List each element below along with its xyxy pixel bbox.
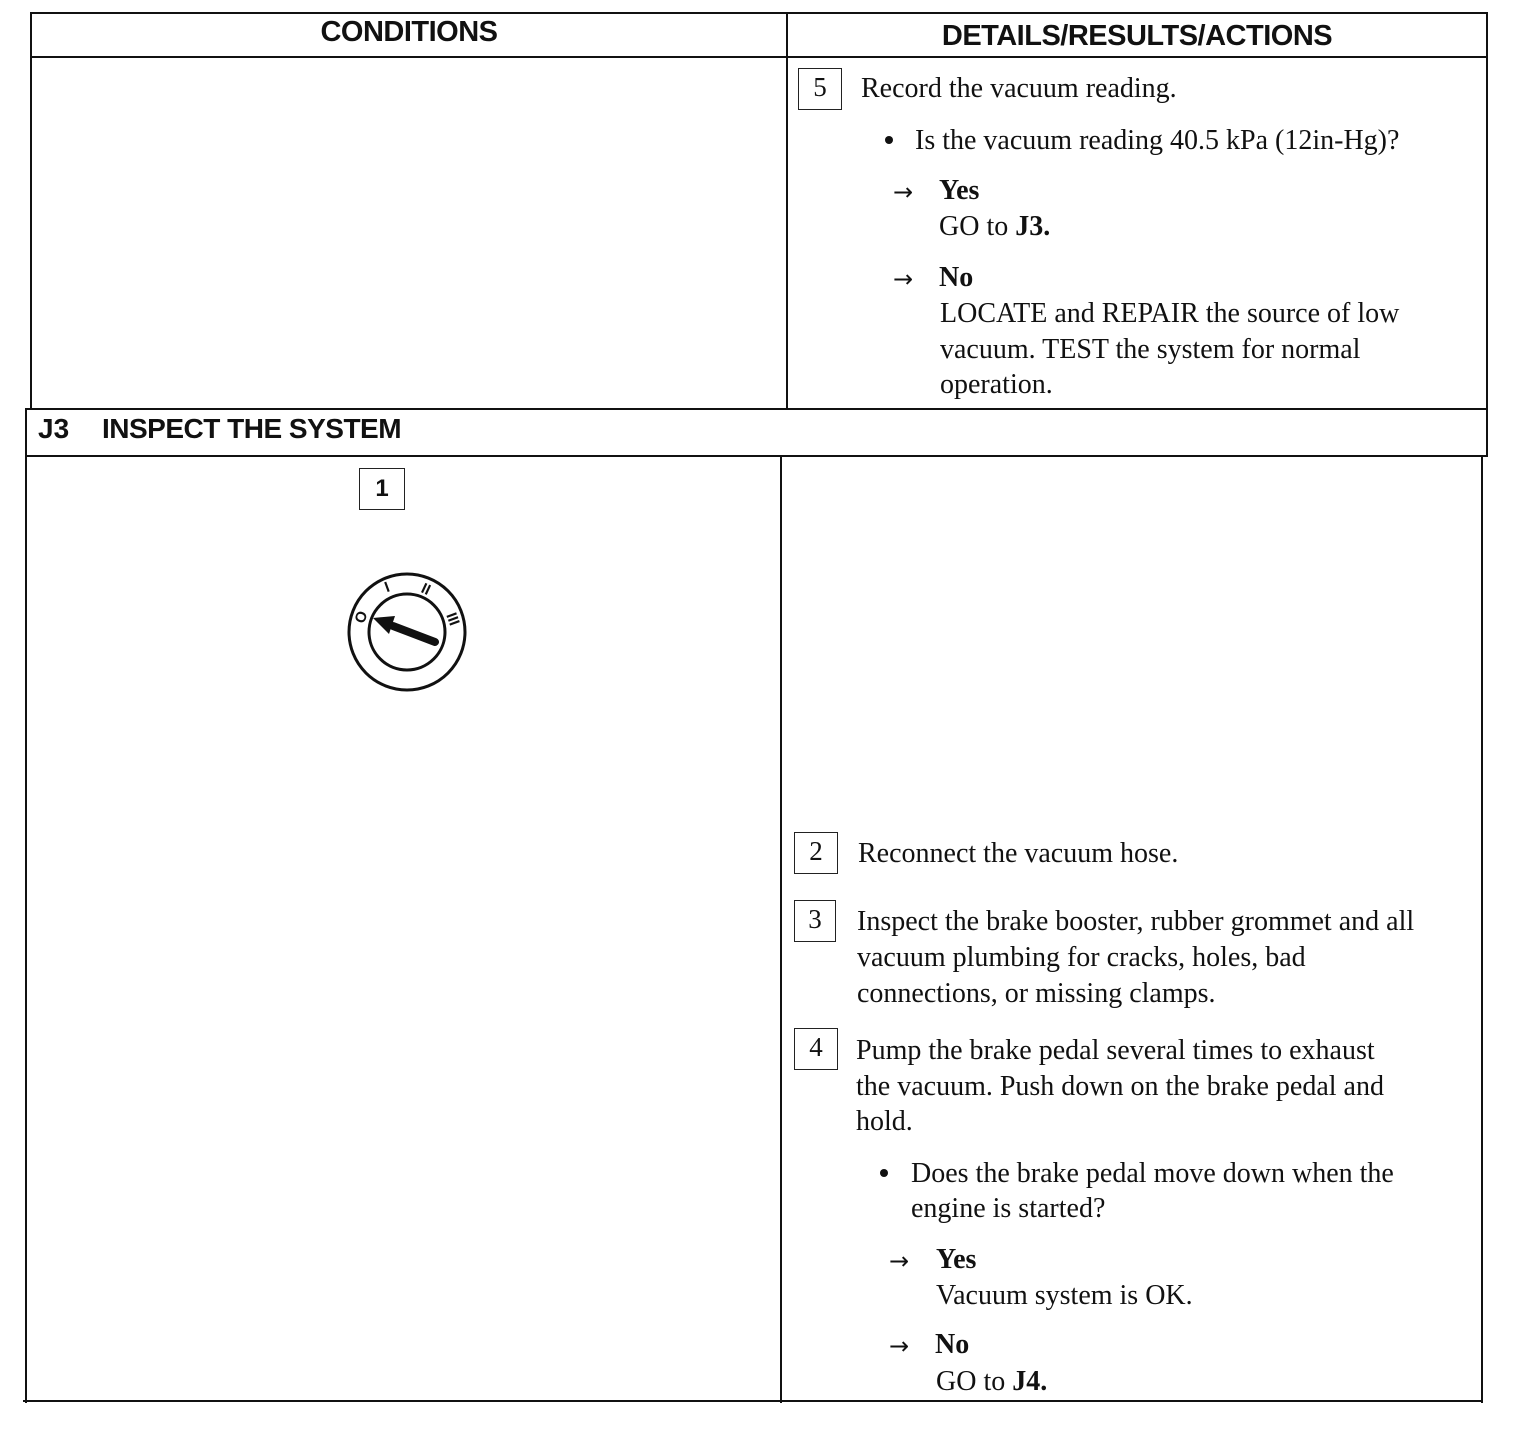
no-action-line: vacuum. TEST the system for normal xyxy=(940,334,1361,365)
arrow-right-icon: → xyxy=(893,178,914,206)
no-label: No xyxy=(935,1329,970,1360)
yes-label: Yes xyxy=(936,1244,977,1275)
bullet-point xyxy=(880,1169,888,1177)
step-instruction: Pump the brake pedal several times to ex… xyxy=(856,1035,1375,1066)
arrow-right-icon: → xyxy=(889,1247,910,1275)
step-question: engine is started? xyxy=(911,1193,1106,1224)
step-number-box: 5 xyxy=(798,68,842,110)
step-question: Is the vacuum reading 40.5 kPa (12in-Hg)… xyxy=(915,125,1400,156)
step-instruction: Reconnect the vacuum hose. xyxy=(858,838,1179,869)
yes-action: Vacuum system is OK. xyxy=(936,1280,1193,1311)
step-number-box: 1 xyxy=(359,468,405,510)
no-action-line: LOCATE and REPAIR the source of low xyxy=(940,298,1400,329)
ignition-switch-icon: O I II III xyxy=(347,572,467,692)
step-instruction: Record the vacuum reading. xyxy=(861,73,1177,104)
switch-position-label: I xyxy=(382,579,392,596)
step-instruction: Inspect the brake booster, rubber gromme… xyxy=(857,906,1415,937)
step-number-box: 3 xyxy=(794,900,836,942)
step-instruction: hold. xyxy=(856,1106,913,1137)
bullet-point xyxy=(885,136,893,144)
step-instruction: vacuum plumbing for cracks, holes, bad xyxy=(857,942,1306,973)
switch-position-label: II xyxy=(418,580,433,599)
step-instruction: the vacuum. Push down on the brake pedal… xyxy=(856,1071,1384,1102)
step-instruction: connections, or missing clamps. xyxy=(857,978,1216,1009)
yes-action: GO to J3. xyxy=(939,211,1051,242)
no-label: No xyxy=(939,262,974,293)
step-question: Does the brake pedal move down when the xyxy=(911,1158,1394,1189)
section-id: J3 xyxy=(38,413,70,444)
step-number-box: 4 xyxy=(794,1028,838,1070)
section-title: INSPECT THE SYSTEM xyxy=(102,413,402,444)
yes-label: Yes xyxy=(939,175,980,206)
step-number-box: 2 xyxy=(794,832,838,874)
arrow-right-icon: → xyxy=(893,265,914,293)
no-action-line: operation. xyxy=(940,369,1053,400)
column-header-details: DETAILS/RESULTS/ACTIONS xyxy=(941,20,1333,52)
switch-position-label: III xyxy=(442,610,462,628)
arrow-right-icon: → xyxy=(889,1332,910,1360)
no-action: GO to J4. xyxy=(936,1366,1048,1397)
column-header-conditions: CONDITIONS xyxy=(320,16,498,48)
